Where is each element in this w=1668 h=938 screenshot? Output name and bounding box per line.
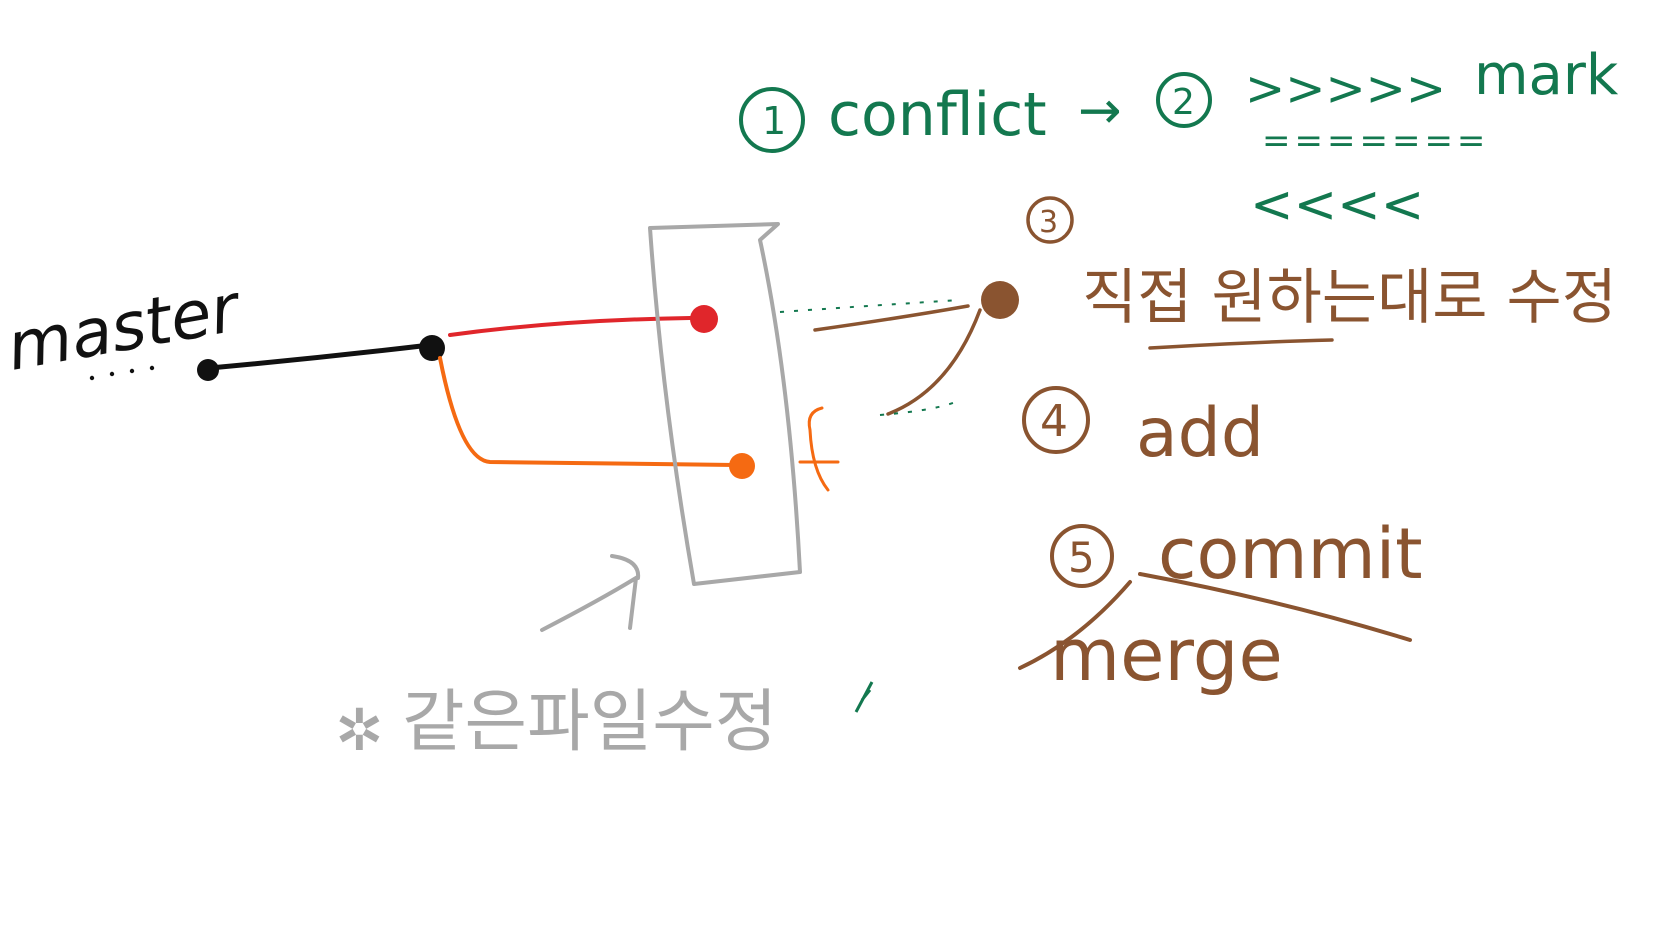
step-2: 2 >>>>> ======= <<<< mark: [1156, 43, 1619, 235]
step-4: 4 add: [1022, 386, 1264, 473]
step1-arrow: →: [1078, 81, 1122, 141]
step3-underline: [1148, 338, 1334, 350]
master-branch: [197, 335, 445, 381]
note-text: 같은파일수정: [402, 683, 777, 762]
red-branch: [448, 305, 718, 337]
step2-markers-bottom: <<<<: [1250, 175, 1424, 235]
step1-number: 1: [762, 99, 786, 143]
gray-arrow: [540, 554, 641, 632]
step-5: 5 commit merge: [1018, 513, 1423, 697]
step3-circle: [1026, 196, 1074, 244]
merge-text: merge: [1050, 613, 1283, 697]
merge-slash: [1018, 580, 1132, 670]
step1-text: conflict: [828, 80, 1047, 150]
step4-text: add: [1136, 394, 1264, 473]
step4-number: 4: [1040, 396, 1068, 447]
merge-target: [779, 281, 1019, 416]
red-commit-node: [690, 305, 718, 333]
step-3: 3 직접 원하는대로 수정: [1026, 196, 1617, 350]
step3-text: 직접 원하는대로 수정: [1082, 263, 1617, 333]
master-commit-node: [197, 359, 219, 381]
step1-circle: [739, 87, 805, 153]
step5-text: commit: [1158, 513, 1423, 595]
note-tick: [854, 681, 874, 713]
file-box: [648, 222, 802, 586]
step5-underline: [1138, 572, 1412, 642]
step-1: 1 conflict →: [739, 80, 1122, 153]
orange-branch: [438, 356, 840, 492]
branch-point-node: [419, 335, 445, 361]
merge-commit-node: [981, 281, 1019, 319]
step2-circle: [1156, 72, 1212, 128]
step2-number: 2: [1172, 82, 1195, 123]
step3-number: 3: [1039, 205, 1058, 240]
note: ✲ 같은파일수정: [335, 681, 874, 764]
step4-circle: [1022, 386, 1090, 454]
star-icon: ✲: [335, 696, 384, 764]
orange-file-mark: [798, 406, 840, 492]
step2-markers-top: >>>>>: [1245, 61, 1446, 117]
step2-mark: mark: [1474, 43, 1619, 108]
history-dots: [89, 365, 155, 381]
step5-circle: [1050, 524, 1114, 588]
step5-number: 5: [1068, 533, 1095, 582]
step2-separator: =======: [1262, 121, 1489, 161]
orange-commit-node: [729, 453, 755, 479]
